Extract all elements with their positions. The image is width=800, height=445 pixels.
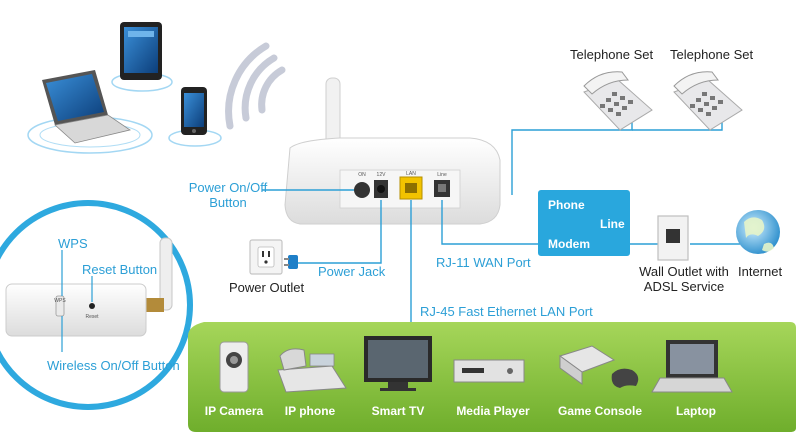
device-label-smart-tv: Smart TV [371,404,425,418]
laptop-wireless-icon [42,70,131,144]
internet-globe-icon [736,210,780,254]
smartphone-icon [181,87,207,135]
power-outlet-label: Power Outlet [229,280,305,295]
internet-label: Internet [738,264,783,279]
power-button[interactable] [354,182,370,198]
laptop-device-icon [651,340,733,393]
port-lan-label: LAN [406,171,416,177]
ip-camera-icon [219,341,249,393]
power-button-label: Power On/Off Button [186,180,270,210]
router-device: ON 12V LAN Line [284,77,501,225]
wps-label: WPS [58,236,88,251]
wireless-devices [27,22,222,154]
wall-outlet-label-line2: ADSL Service [643,279,725,294]
device-label-laptop: Laptop [676,404,716,418]
power-button-label-line1: Power On/Off [188,180,268,195]
ip-phone-icon [277,348,347,393]
tablet-icon [120,22,162,80]
power-outlet-icon [249,239,283,275]
router-side-zoom: WPS Reset [0,200,193,410]
telephone-set-2-icon [673,71,743,131]
modem-modem-label: Modem [548,237,590,251]
smart-tv-icon [364,336,432,391]
device-label-game-console: Game Console [557,404,643,418]
wifi-signal-icon [225,42,286,130]
media-player-icon [453,359,525,383]
device-label-ip-phone: IP phone [284,404,336,418]
power-jack-callout [296,200,382,264]
device-label-media-player: Media Player [456,404,530,418]
power-plug-icon [284,255,298,269]
modem-phone-line [511,112,633,195]
port-on-label: ON [358,172,366,178]
rj11-label: RJ-11 WAN Port [436,255,531,270]
modem-phone-label: Phone [548,198,585,212]
port-line-label: Line [437,172,447,178]
modem-line-label: Line [600,217,625,231]
rj45-label: RJ-45 Fast Ethernet LAN Port [420,304,593,319]
device-label-ip-camera: IP Camera [204,404,264,418]
telephone-set-1-icon [583,71,653,131]
power-button-label-line2: Button [209,195,247,210]
telephone-set-1-label: Telephone Set [570,47,654,62]
side-wps-label: WPS [54,298,66,304]
rj11-callout [441,200,538,245]
telephone-set-2-label: Telephone Set [670,47,754,62]
modem-box [538,190,630,256]
wall-outlet-icon [657,215,689,261]
reset-button-label: Reset Button [82,262,158,277]
side-reset-label: Reset [85,314,99,320]
wall-outlet-label-line1: Wall Outlet with [639,264,729,279]
wireless-button-label: Wireless On/Off Button [47,358,180,373]
port-12v-label: 12V [377,172,387,178]
power-jack-label: Power Jack [318,264,386,279]
wall-outlet-label: Wall Outlet with ADSL Service [632,264,736,294]
game-console-icon [558,345,639,388]
